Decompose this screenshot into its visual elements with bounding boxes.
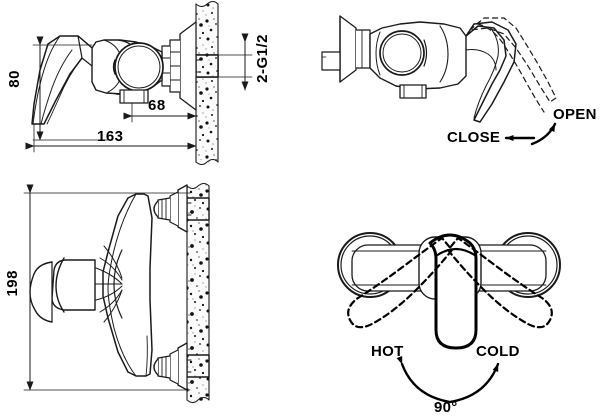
label-close: CLOSE — [447, 129, 501, 146]
wall-section-top — [195, 1, 219, 165]
rotation-arc — [396, 355, 500, 404]
mixer-body-side — [369, 21, 467, 99]
lever-handle-plan — [29, 257, 96, 323]
label-cold: COLD — [476, 343, 520, 360]
dimension-68 — [123, 102, 197, 123]
dimension-label-198: 198 — [4, 270, 21, 297]
wall-flange-side — [321, 15, 371, 83]
dimension-label-163: 163 — [97, 128, 124, 145]
wall-flange-front — [161, 21, 197, 111]
mixer-body-plan — [94, 193, 153, 377]
dimension-163 — [25, 109, 197, 153]
dimension-label-thread: 2-G1/2 — [254, 34, 271, 83]
plan-view — [23, 183, 210, 403]
label-90-degrees: 90° — [434, 399, 458, 416]
outlet-nipple-front — [119, 89, 149, 104]
escutcheon-upper — [153, 184, 188, 233]
label-hot: HOT — [371, 343, 404, 360]
escutcheon-lower — [153, 342, 188, 391]
lever-position-centre — [428, 233, 478, 350]
dimension-80 — [32, 36, 109, 141]
lever-handle-open — [469, 17, 557, 113]
lever-handle-front — [31, 35, 93, 125]
lever-position-hot — [347, 236, 454, 329]
open-arrow — [530, 122, 557, 146]
front-elevation-view — [25, 1, 253, 165]
mixer-body-front — [91, 39, 164, 95]
dimension-label-68: 68 — [148, 97, 166, 114]
dimension-label-80: 80 — [6, 70, 23, 88]
lever-handle-closed — [465, 21, 517, 123]
label-open: OPEN — [553, 106, 597, 123]
handle-rotation-view — [337, 232, 561, 404]
dimension-thread-2-g12 — [217, 33, 253, 91]
wall-section-bottom — [186, 183, 210, 403]
side-elevation-view — [321, 15, 557, 146]
lever-position-cold — [446, 236, 553, 329]
dimension-198 — [23, 184, 191, 391]
